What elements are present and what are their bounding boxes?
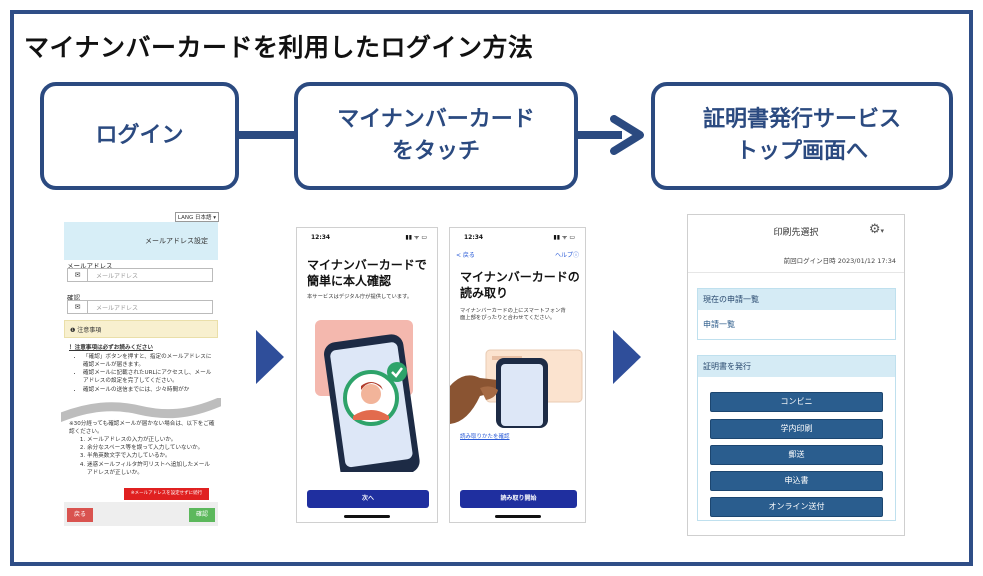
confirm-email-placeholder: メールアドレス [96,304,139,312]
identity-check-screen: 12:34 ▮▮ ᯤ ▭ マイナンバーカードで 簡単に本人確認 本サービスはデジ… [296,227,438,523]
notice-item: 確認メールの送信までには、少々時間がか [83,386,215,394]
home-indicator [494,515,541,518]
email-placeholder: メールアドレス [96,272,139,280]
notice-item: 「確認」ボタンを押すと、指定のメールアドレスに確認メールが届きます。 [83,353,215,369]
start-reading-button[interactable]: 読み取り開始 [460,490,577,508]
troubleshoot-item: 半角英数文字で入力しているか。 [87,452,215,460]
status-time: 12:34 [464,234,484,241]
troubleshoot-item: 迷惑メールフィルタ許可リストへ追加したメールアドレスが正しいか。 [87,461,215,477]
page-title: マイナンバーカードを利用したログイン方法 [24,33,534,62]
back-button[interactable]: 戻る [67,508,93,522]
campus-print-button[interactable]: 学内印刷 [710,419,883,439]
flow-arrow-icon [613,330,641,384]
issue-certificate-header: 証明書を発行 [698,356,895,377]
troubleshoot-intro: ※30分経っても確認メールが届かない場合は、以下をご確認ください。 [69,421,215,436]
step-top-screen-box: 証明書発行サービス トップ画面へ [651,82,953,190]
skip-email-button[interactable]: ※メールアドレスを設定せずに続行 [124,488,209,500]
envelope-icon: ✉ [68,301,88,313]
nav-back-link[interactable]: < 戻る [456,252,475,259]
current-applications-section: 現在の申請一覧 申請一覧 [697,288,896,340]
mail-button[interactable]: 郵送 [710,445,883,465]
email-field[interactable]: ✉ メールアドレス [67,268,213,282]
status-icons: ▮▮ ᯤ ▭ [405,234,427,241]
next-button[interactable]: 次へ [307,490,429,508]
gear-icon[interactable]: ⚙▾ [868,222,884,237]
envelope-icon: ✉ [68,269,88,281]
step-connector-2 [578,131,622,139]
confirm-email-field[interactable]: ✉ メールアドレス [67,300,213,314]
application-list-link[interactable]: 申請一覧 [703,320,735,329]
print-destination-screen: 印刷先選択 ⚙▾ 前回ログイン日時 2023/01/12 17:34 現在の申請… [687,214,905,536]
email-settings-header: メールアドレス設定 [64,222,218,260]
issue-certificate-section: 証明書を発行 [697,355,896,521]
convenience-store-button[interactable]: コンビニ [710,392,883,412]
card-reading-screen: 12:34 ▮▮ ᯤ ▭ < 戻る ヘルプⓘ マイナンバーカードの 読み取り マ… [449,227,586,523]
notice-item: 確認メールに記載されたURLにアクセスし、メールアドレスの設定を完了してください… [83,369,215,385]
language-select[interactable]: LANG 日本語 ▾ [174,212,219,222]
flow-arrow-icon [256,330,284,384]
identity-check-subtitle: 本サービスはデジタル庁が提供しています。 [307,294,413,300]
print-destination-header [688,215,904,273]
last-login-time: 前回ログイン日時 2023/01/12 17:34 [783,257,896,265]
step-arrow-icon [610,115,644,155]
confirm-email-label: 確認 [67,294,80,302]
notice-bar: ❶ 注意事項 [64,320,218,338]
confirm-button[interactable]: 確認 [189,508,215,522]
step-touch-card-box: マイナンバーカード をタッチ [294,82,578,190]
troubleshoot-body: ※30分経っても確認メールが届かない場合は、以下をご確認ください。 メールアドレ… [69,420,215,477]
current-applications-header: 現在の申請一覧 [698,289,895,310]
card-reading-title: マイナンバーカードの 読み取り [460,270,580,300]
status-time: 12:34 [311,234,331,241]
email-settings-screen: LANG 日本語 ▾ メールアドレス設定 メールアドレス ✉ メールアドレス 確… [61,210,221,526]
help-link[interactable]: ヘルプⓘ [554,252,579,259]
torn-break-mark [61,398,221,423]
card-reading-instructions: マイナンバーカードの上にスマートフォン背 面上部をぴったりと合わせてください。 [460,308,566,322]
application-form-button[interactable]: 申込書 [710,471,883,491]
online-delivery-button[interactable]: オンライン送付 [710,497,883,517]
status-icons: ▮▮ ᯤ ▭ [553,234,575,241]
notice-body: ！注意事項は必ずお読みください 「確認」ボタンを押すと、指定のメールアドレスに確… [69,344,215,394]
notice-heading: ！注意事項は必ずお読みください [69,345,153,351]
how-to-read-link[interactable]: 読み取りかたを確認 [460,434,510,440]
troubleshoot-item: メールアドレスの入力が正しいか。 [87,436,215,444]
print-destination-title: 印刷先選択 [773,228,819,238]
identity-check-title: マイナンバーカードで 簡単に本人確認 [307,258,427,288]
email-label: メールアドレス [67,262,113,270]
step-connector-1 [239,131,294,139]
email-settings-title: メールアドレス設定 [145,237,208,245]
card-reading-illustration [450,349,583,428]
step-login-box: ログイン [40,82,239,190]
troubleshoot-item: 余分なスペース等を誤って入力していないか。 [87,444,215,452]
home-indicator [344,515,390,518]
phone-face-verification-illustration [315,320,420,472]
